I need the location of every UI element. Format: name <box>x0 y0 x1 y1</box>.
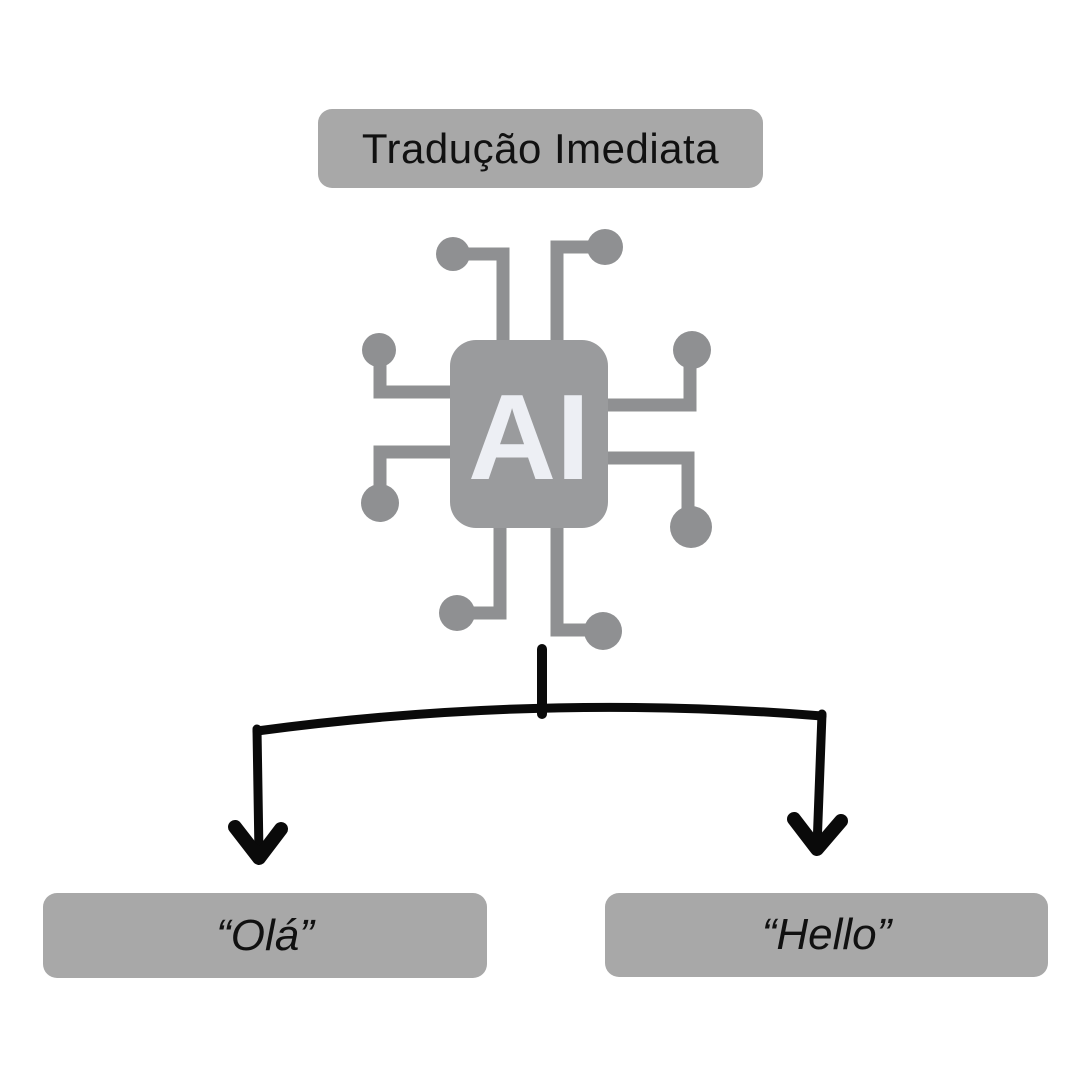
node-bottom-right <box>584 612 622 650</box>
title-box: Tradução Imediata <box>318 109 763 188</box>
trace-right-lower <box>598 451 695 523</box>
title-label: Tradução Imediata <box>361 124 720 172</box>
trace-right-upper <box>598 352 697 412</box>
chip-body <box>450 340 608 528</box>
arrow-right-head <box>787 812 848 856</box>
arrow-branch <box>252 702 827 736</box>
arrow-right-shaft <box>812 709 827 852</box>
node-top-left <box>436 237 470 271</box>
output-box-ola: “Olá” <box>43 893 487 978</box>
output-box-hello: “Hello” <box>605 893 1048 977</box>
trace-top-left <box>455 247 510 350</box>
node-top-right <box>587 229 623 265</box>
output-hello-label: “Hello” <box>761 910 892 959</box>
chip-trace-nodes <box>361 229 712 650</box>
node-left-upper <box>362 333 396 367</box>
arrow-left-shaft <box>252 724 264 859</box>
node-bottom-left <box>439 595 475 631</box>
node-right-lower <box>670 506 712 548</box>
ai-chip-icon: AI <box>361 229 712 650</box>
arrow-left-head <box>228 820 288 865</box>
chip-ai-label: AI <box>468 369 590 505</box>
node-left-lower <box>361 484 399 522</box>
output-ola-label: “Olá” <box>216 910 314 960</box>
node-right-upper <box>673 331 711 369</box>
